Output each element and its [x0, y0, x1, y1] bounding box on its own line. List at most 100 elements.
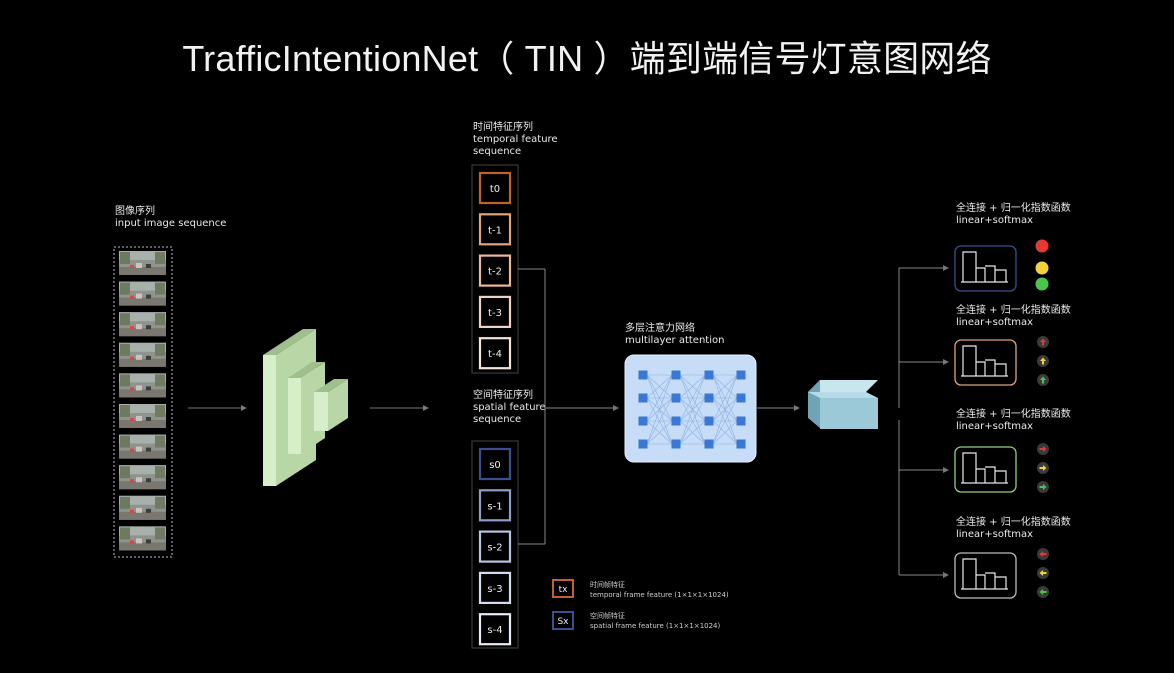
- spatial-boxes: s0 s-1 s-2 s-3 s-4: [478, 447, 512, 646]
- legend-temporal-symbol: [552, 579, 574, 598]
- input-frame: [119, 342, 166, 367]
- attention-node: [638, 416, 648, 426]
- input-frame: [119, 373, 166, 398]
- input-label-en: input image sequence: [115, 218, 227, 229]
- head-label-en: linear+softmax: [956, 529, 1034, 540]
- tensor-front: [820, 398, 878, 429]
- attention-node: [736, 393, 746, 403]
- feature-box-label: s-1: [487, 501, 502, 512]
- head-label-0: 全连接 + 归一化指数函数 linear+softmax: [956, 203, 1071, 227]
- input-frame: [119, 434, 166, 459]
- green-light-icon: [1035, 277, 1049, 291]
- cnn-block-2-front: [288, 378, 301, 454]
- legend-spatial-en: spatial frame feature (1×1×1×1024): [590, 622, 721, 630]
- head-label-zh: 全连接 + 归一化指数函数: [956, 517, 1071, 528]
- head-box: [954, 245, 1017, 292]
- spatial-box: s0: [478, 447, 512, 481]
- head-box: [954, 339, 1017, 386]
- input-frame: [119, 526, 166, 551]
- head-label-en: linear+softmax: [956, 421, 1034, 432]
- legend-spatial-symbol-text: Sx: [557, 617, 569, 627]
- legend-spatial-zh: 空间帧特征: [590, 612, 625, 620]
- head-label-zh: 全连接 + 归一化指数函数: [956, 305, 1071, 316]
- feature-box-label: t-4: [488, 349, 502, 360]
- attention-node: [736, 416, 746, 426]
- output-heads: [954, 245, 1017, 599]
- input-sequence-label: 图像序列 input image sequence: [115, 206, 226, 230]
- feature-box-label: t-3: [488, 308, 502, 319]
- input-frame: [119, 281, 166, 306]
- temporal-label-zh: 时间特征序列: [473, 122, 533, 133]
- temporal-box: t-4: [478, 337, 512, 370]
- page-title: TrafficIntentionNet（ TIN ）端到端信号灯意图网络: [182, 38, 992, 79]
- head-label-zh: 全连接 + 归一化指数函数: [956, 409, 1071, 420]
- attention-node: [671, 439, 681, 449]
- cnn-block-3-top: [314, 379, 348, 392]
- cnn-block-3-side: [328, 379, 348, 431]
- straight-arrow-light-icon: [1037, 374, 1049, 386]
- spatial-box: s-4: [478, 613, 512, 646]
- tensor-mid: [808, 392, 878, 398]
- head-box: [954, 552, 1017, 599]
- attention-node: [671, 393, 681, 403]
- attention-node: [704, 370, 714, 380]
- feature-box-label: s0: [489, 460, 501, 471]
- head-box: [954, 446, 1017, 493]
- input-label-zh: 图像序列: [115, 206, 155, 217]
- feature-box-label: s-3: [487, 584, 502, 595]
- tensor-side: [808, 380, 820, 428]
- head-label-en: linear+softmax: [956, 215, 1034, 226]
- feature-box-label: s-2: [487, 543, 502, 554]
- spatial-label-zh: 空间特征序列: [473, 390, 533, 401]
- cnn-backbone: [263, 329, 348, 486]
- legend-temporal-zh: 时间帧特征: [590, 581, 625, 589]
- head-label-zh: 全连接 + 归一化指数函数: [956, 203, 1071, 214]
- attention-node: [736, 439, 746, 449]
- left-arrow-light-icon: [1037, 586, 1049, 598]
- attention-label-zh: 多层注意力网络: [625, 323, 695, 334]
- attention-node: [638, 393, 648, 403]
- feature-box-label: s-4: [487, 625, 502, 636]
- attention-label-en: multilayer attention: [625, 335, 725, 346]
- input-frame: [119, 312, 166, 337]
- legend-temporal-text: 时间帧特征 temporal frame feature (1×1×1×1024…: [590, 580, 729, 600]
- head-label-en: linear+softmax: [956, 317, 1034, 328]
- attention-block: [624, 354, 757, 463]
- input-frame: [119, 251, 166, 275]
- legend-temporal-en: temporal frame feature (1×1×1×1024): [590, 591, 729, 599]
- right-arrow-light-icon: [1037, 481, 1049, 493]
- temporal-box: t-2: [478, 254, 512, 287]
- input-frame: [119, 495, 166, 520]
- cnn-block-2-top: [288, 362, 325, 378]
- input-frame: [119, 404, 166, 428]
- spatial-box: s-2: [478, 530, 512, 563]
- yellow-light-icon: [1035, 261, 1049, 275]
- input-frame: [119, 465, 166, 490]
- attention-node: [736, 370, 746, 380]
- feature-box-label: t0: [490, 184, 500, 195]
- output-tensor: [808, 380, 878, 429]
- attention-node: [704, 439, 714, 449]
- softmax-histogram-icon: [961, 452, 1008, 484]
- spatial-label-en2: sequence: [473, 414, 522, 425]
- cnn-block-3-front: [314, 392, 328, 431]
- attention-node: [671, 416, 681, 426]
- attention-graph: [638, 370, 746, 449]
- attention-node: [638, 370, 648, 380]
- temporal-label-en2: sequence: [473, 146, 522, 157]
- spatial-box: s-1: [478, 489, 512, 522]
- feature-connectors: [518, 268, 546, 545]
- left-arrow-light-icon: [1037, 548, 1049, 560]
- red-light-icon: [1035, 239, 1049, 253]
- head-connectors: [898, 265, 949, 578]
- straight-arrow-light-icon: [1037, 336, 1049, 348]
- attention-label: 多层注意力网络 multilayer attention: [625, 323, 724, 347]
- softmax-histogram-icon: [961, 345, 1008, 377]
- legend-spatial-text: 空间帧特征 spatial frame feature (1×1×1×1024): [590, 611, 720, 631]
- head-label-1: 全连接 + 归一化指数函数 linear+softmax: [956, 305, 1071, 329]
- tensor-top: [808, 380, 878, 392]
- spatial-label-en1: spatial feature: [473, 402, 546, 413]
- temporal-box: t-1: [478, 213, 512, 246]
- attention-node: [704, 393, 714, 403]
- straight-arrow-light-icon: [1037, 355, 1049, 367]
